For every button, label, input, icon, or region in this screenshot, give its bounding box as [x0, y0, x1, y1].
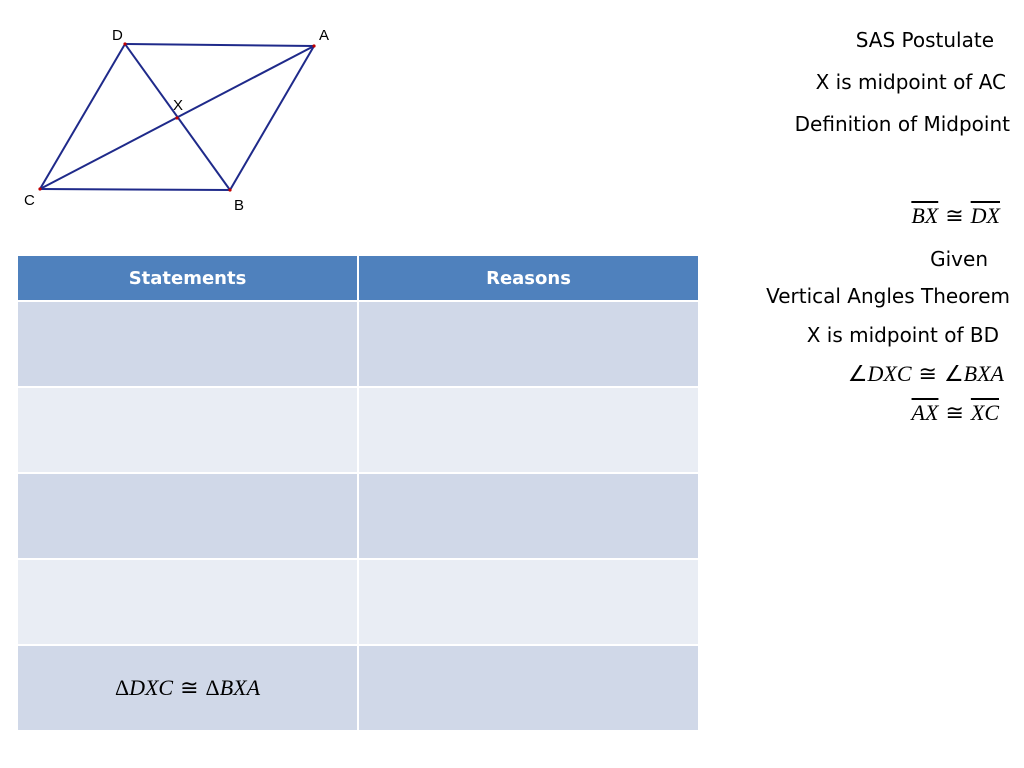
angle-dxc: DXC — [867, 361, 912, 386]
side-bc — [39, 188, 231, 191]
reason-vertical-angles-theorem[interactable]: Vertical Angles Theorem — [766, 284, 1010, 308]
segment-ax: AX — [911, 400, 939, 425]
triangle-dxc: DXC — [129, 675, 174, 700]
statement-cell-5[interactable]: ΔDXC≅ΔBXA — [16, 644, 359, 732]
segment-xc: XC — [970, 400, 999, 425]
point-b — [228, 188, 232, 192]
statements-header: Statements — [16, 254, 359, 302]
triangle-symbol: Δ — [205, 675, 220, 700]
proof-row-5: ΔDXC≅ΔBXA — [16, 644, 700, 732]
label-a: A — [319, 27, 329, 44]
rhombus-diagram: D A X C B — [24, 27, 329, 214]
proof-row-3 — [16, 472, 700, 560]
point-c — [38, 187, 42, 191]
point-a — [312, 44, 316, 48]
segment-bx: BX — [911, 203, 939, 228]
reason-x-midpoint-bd[interactable]: X is midpoint of BD — [806, 323, 999, 347]
reason-angle-dxc-congruent-bxa[interactable]: ∠DXC≅∠BXA — [848, 361, 1004, 387]
proof-row-2 — [16, 386, 700, 474]
reason-x-midpoint-ac[interactable]: X is midpoint of AC — [815, 70, 1006, 94]
triangle-symbol: Δ — [114, 675, 130, 700]
angle-symbol: ∠ — [847, 361, 868, 386]
label-x: X — [173, 97, 183, 114]
reason-sas-postulate[interactable]: SAS Postulate — [855, 28, 994, 52]
congruent-symbol: ≅ — [945, 400, 964, 425]
reason-bx-congruent-dx[interactable]: BX≅DX — [911, 203, 1000, 229]
proof-row-4 — [16, 558, 700, 646]
point-d — [123, 42, 127, 46]
reason-cell-1[interactable] — [357, 300, 700, 388]
label-c: C — [24, 192, 35, 209]
proof-table: Statements Reasons ΔDXC≅ΔBXA — [16, 254, 700, 732]
label-d: D — [112, 27, 123, 44]
reason-cell-2[interactable] — [357, 386, 700, 474]
side-da — [124, 43, 315, 47]
triangle-bxa: BXA — [219, 675, 261, 700]
point-x — [175, 116, 179, 120]
side-ab — [229, 45, 315, 191]
reason-cell-5[interactable] — [357, 644, 700, 732]
statement-cell-2[interactable] — [16, 386, 359, 474]
statement-cell-1[interactable] — [16, 300, 359, 388]
reason-cell-3[interactable] — [357, 472, 700, 560]
angle-bxa: BXA — [963, 361, 1004, 386]
reasons-header: Reasons — [357, 254, 700, 302]
proof-row-1 — [16, 300, 700, 388]
statement-cell-4[interactable] — [16, 558, 359, 646]
side-cd — [39, 43, 126, 190]
statement-cell-3[interactable] — [16, 472, 359, 560]
reason-cell-4[interactable] — [357, 558, 700, 646]
figure-points — [38, 42, 316, 192]
label-b: B — [234, 197, 244, 214]
reason-ax-congruent-xc[interactable]: AX≅XC — [912, 400, 999, 426]
proof-header-row: Statements Reasons — [16, 254, 700, 302]
segment-dx: DX — [970, 203, 1000, 228]
congruent-symbol: ≅ — [945, 203, 964, 228]
final-statement: ΔDXC≅ΔBXA — [115, 675, 260, 700]
reason-given[interactable]: Given — [930, 247, 988, 271]
congruent-symbol: ≅ — [918, 361, 937, 386]
reason-definition-of-midpoint[interactable]: Definition of Midpoint — [794, 112, 1010, 136]
angle-symbol: ∠ — [943, 361, 964, 386]
congruent-symbol: ≅ — [180, 675, 199, 700]
